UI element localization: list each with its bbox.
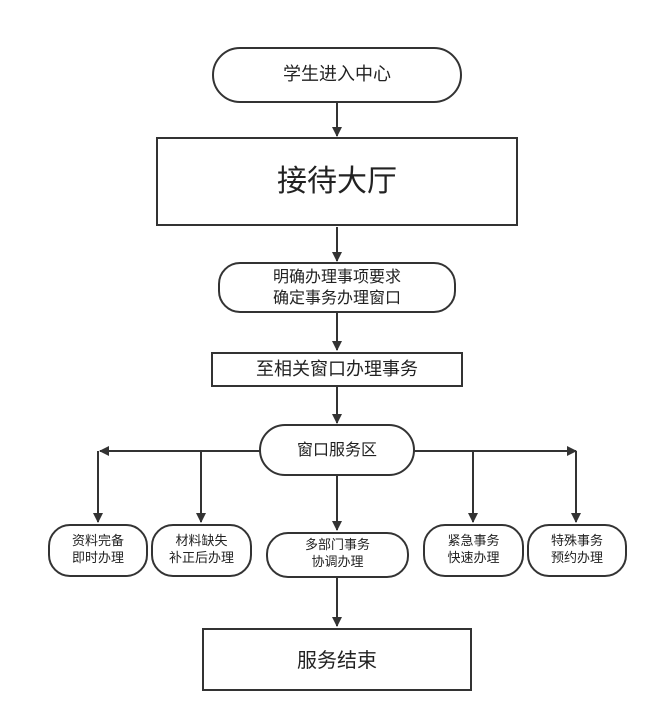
node-go-window: 至相关窗口办理事务 (211, 352, 463, 387)
node-missing-line1: 材料缺失 (175, 533, 228, 549)
node-special-line1: 特殊事务 (550, 533, 603, 549)
node-complete: 资料完备 即时办理 (48, 524, 148, 577)
node-clarify-line2: 确定事务办理窗口 (272, 287, 401, 307)
node-urgent-line1: 紧急事务 (447, 533, 500, 549)
node-clarify-line1: 明确办理事项要求 (272, 266, 401, 286)
node-service-area-label: 窗口服务区 (296, 439, 377, 459)
node-clarify: 明确办理事项要求 确定事务办理窗口 (218, 262, 456, 313)
node-reception-label: 接待大厅 (277, 164, 397, 199)
node-end: 服务结束 (202, 628, 472, 691)
node-go-window-label: 至相关窗口办理事务 (256, 358, 418, 380)
node-urgent-line2: 快速办理 (447, 550, 500, 566)
node-reception: 接待大厅 (156, 137, 518, 226)
node-start: 学生进入中心 (212, 47, 462, 103)
node-special-line2: 预约办理 (550, 550, 603, 566)
node-special: 特殊事务 预约办理 (527, 524, 627, 577)
node-multidept-line1: 多部门事务 (304, 538, 370, 554)
node-complete-line2: 即时办理 (71, 550, 124, 566)
node-start-label: 学生进入中心 (283, 64, 391, 86)
node-urgent: 紧急事务 快速办理 (423, 524, 524, 577)
node-service-area: 窗口服务区 (259, 424, 415, 476)
node-missing-line2: 补正后办理 (168, 550, 234, 566)
node-missing: 材料缺失 补正后办理 (151, 524, 252, 577)
node-end-label: 服务结束 (297, 647, 377, 672)
node-multidept-line2: 协调办理 (311, 555, 364, 570)
node-complete-line1: 资料完备 (71, 533, 124, 549)
node-multidept: 多部门事务 协调办理 (266, 532, 409, 578)
